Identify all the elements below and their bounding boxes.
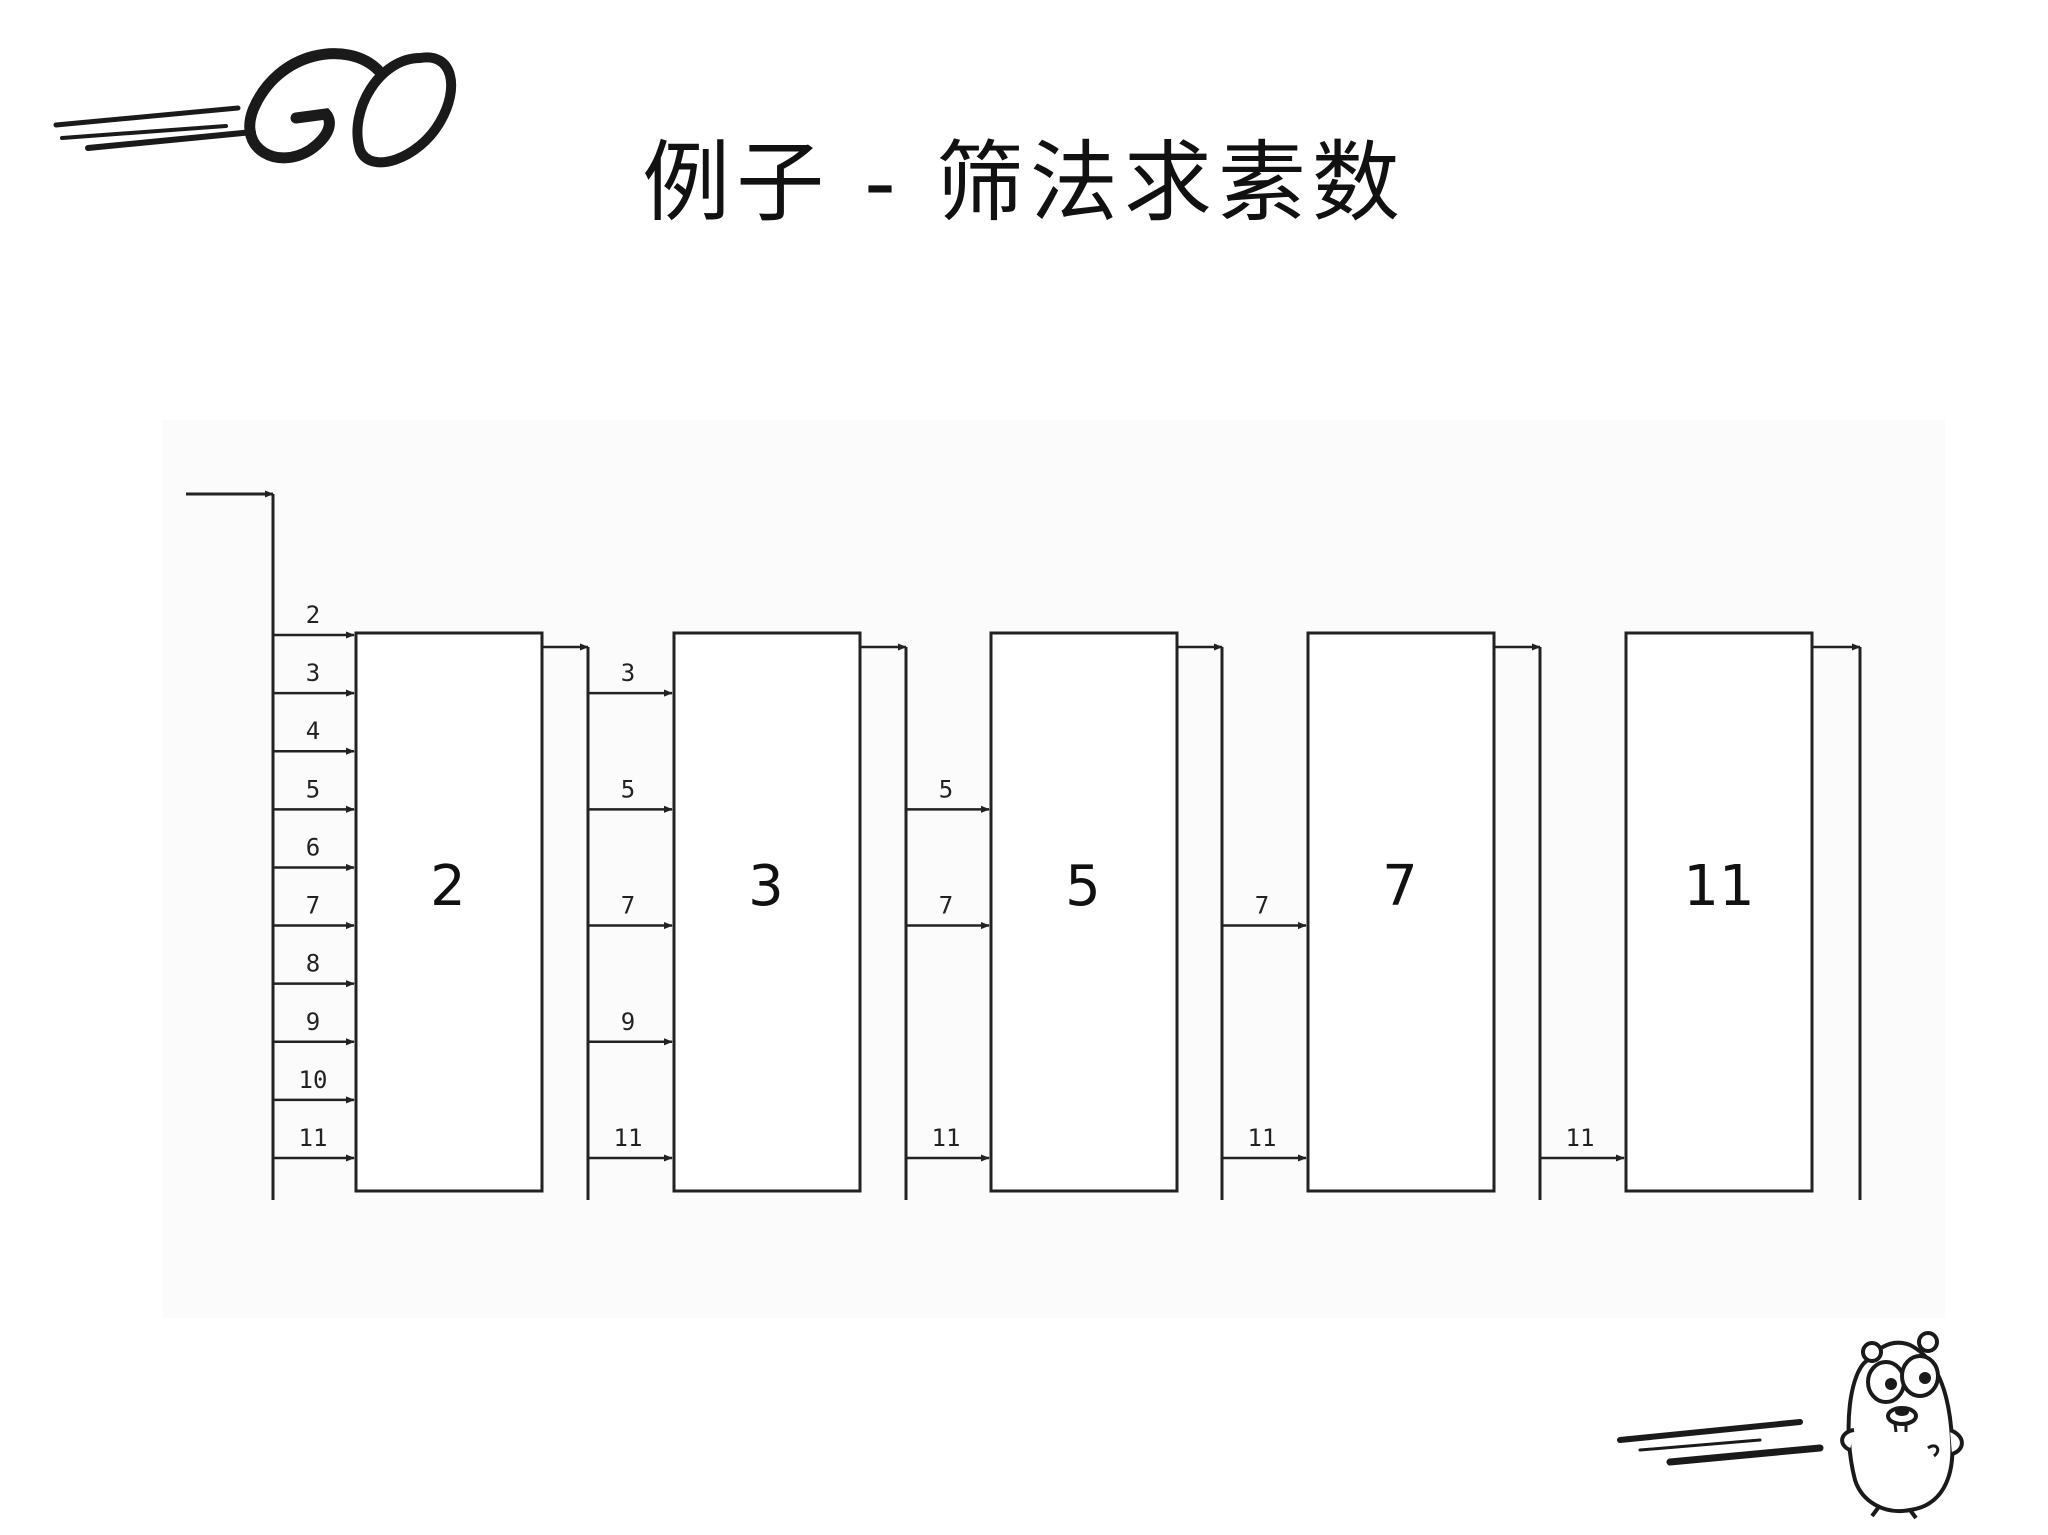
input-number-label: 2 (306, 601, 320, 629)
input-number-label: 9 (306, 1008, 320, 1036)
go-logo (53, 48, 457, 168)
input-number-label: 11 (299, 1124, 328, 1152)
filter-box (354, 631, 544, 1193)
input-number-label: 9 (621, 1008, 635, 1036)
input-number-label: 5 (306, 775, 320, 803)
input-number-label: 7 (1255, 892, 1269, 920)
input-number-label: 3 (306, 659, 320, 687)
filter-box (1624, 631, 1814, 1193)
input-number-label: 7 (939, 892, 953, 920)
filter-box (989, 631, 1179, 1193)
filter-prime-label: 7 (1382, 854, 1418, 919)
filter-box (672, 631, 862, 1193)
input-number-label: 5 (621, 775, 635, 803)
input-number-label: 11 (614, 1124, 643, 1152)
input-number-label: 7 (306, 892, 320, 920)
filter-prime-label: 2 (430, 854, 466, 919)
filter-prime-label: 5 (1065, 854, 1101, 919)
input-number-label: 11 (1566, 1124, 1595, 1152)
input-number-label: 11 (1248, 1124, 1277, 1152)
slide-title: 例子 - 筛法求素数 (642, 131, 1406, 234)
filter-prime-label: 11 (1683, 854, 1754, 919)
filter-box (1306, 631, 1496, 1193)
input-number-label: 4 (306, 717, 320, 745)
input-number-label: 8 (306, 950, 320, 978)
input-number-label: 6 (306, 833, 320, 861)
input-number-label: 3 (621, 659, 635, 687)
input-number-label: 7 (621, 892, 635, 920)
filter-prime-label: 3 (748, 854, 784, 919)
input-number-label: 5 (939, 775, 953, 803)
input-number-label: 11 (932, 1124, 961, 1152)
gopher-mascot-icon (1617, 1331, 1964, 1520)
input-number-label: 10 (299, 1066, 328, 1094)
